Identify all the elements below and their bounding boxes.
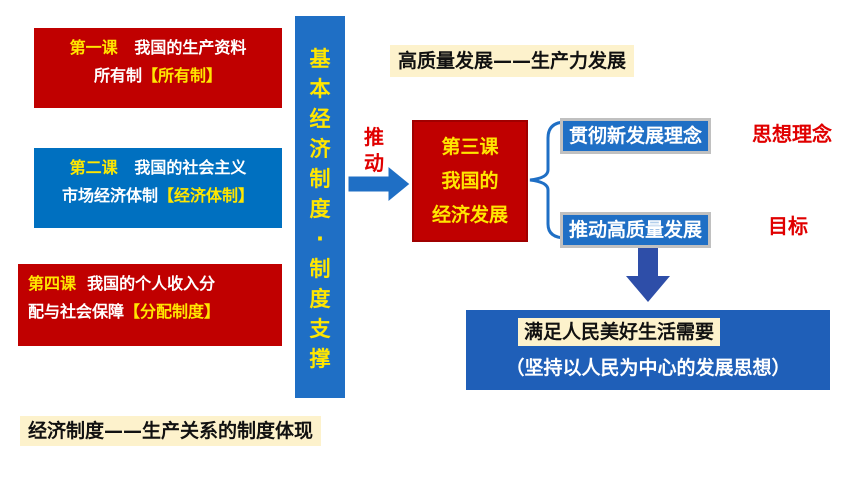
lesson-2-title: 我国的社会主义	[134, 158, 247, 177]
vbar-char: 济	[309, 137, 331, 161]
vbar-char: 制	[309, 257, 331, 281]
lesson-4-prefix: 第四课	[28, 274, 77, 293]
basic-economic-system-bar: 基 本 经 济 制 度 · 制 度 支 撑	[295, 16, 345, 398]
high-quality-development-box: 推动高质量发展	[560, 212, 712, 248]
push-char: 动	[364, 151, 384, 175]
productivity-band: 高质量发展——生产力发展	[390, 45, 635, 77]
lesson-3-title-2: 经济发展	[431, 204, 508, 226]
vbar-char: 制	[309, 167, 331, 191]
lesson-3-prefix: 第三课	[441, 136, 499, 158]
people-needs-box: 满足人民美好生活需要 （坚持以人民为中心的发展思想）	[466, 310, 830, 390]
lesson-2-title-cont: 市场经济体制	[61, 186, 158, 205]
vbar-char: 支	[309, 317, 331, 341]
people-needs-text: 满足人民美好生活需要	[518, 318, 721, 346]
vbar-char: ·	[316, 227, 324, 251]
lesson-1-title-cont: 所有制	[93, 66, 142, 85]
lesson-1-prefix: 第一课	[69, 38, 118, 57]
vertical-bar-text: 基 本 经 济 制 度 · 制 度 支 撑	[295, 44, 345, 374]
vbar-char: 撑	[309, 347, 331, 371]
vbar-char: 本	[309, 77, 331, 101]
lesson-1-box: 第一课 我国的生产资料 所有制【所有制】	[34, 28, 282, 108]
push-char: 推	[364, 125, 384, 149]
vbar-char: 基	[309, 47, 331, 71]
economic-system-band: 经济制度——生产关系的制度体现	[20, 416, 322, 446]
push-arrow-icon	[348, 164, 411, 204]
vbar-char: 度	[309, 197, 331, 221]
lesson-4-tag: 【分配制度】	[124, 302, 221, 321]
down-arrow-icon	[626, 248, 670, 302]
lesson-4-title: 我国的个人收入分	[87, 274, 216, 293]
people-centered-text: （坚持以人民为中心的发展思想）	[505, 357, 791, 379]
lesson-2-prefix: 第二课	[69, 158, 118, 177]
branch-bracket	[529, 120, 567, 240]
lesson-1-title: 我国的生产资料	[134, 38, 247, 57]
lesson-4-title-cont: 配与社会保障	[28, 302, 125, 321]
goal-label: 目标	[768, 214, 808, 238]
push-label: 推 动	[364, 124, 384, 176]
vbar-char: 经	[309, 107, 331, 131]
new-development-concept-box: 贯彻新发展理念	[560, 118, 712, 154]
lesson-4-box: 第四课 我国的个人收入分 配与社会保障【分配制度】	[18, 264, 282, 346]
lesson-2-box: 第二课 我国的社会主义 市场经济体制【经济体制】	[34, 148, 282, 228]
idea-label: 思想理念	[752, 122, 832, 146]
vbar-char: 度	[309, 287, 331, 311]
lesson-2-tag: 【经济体制】	[158, 186, 255, 205]
lesson-3-title-1: 我国的	[441, 170, 499, 192]
lesson-1-tag: 【所有制】	[142, 66, 223, 85]
lesson-3-box: 第三课 我国的 经济发展	[412, 120, 528, 242]
